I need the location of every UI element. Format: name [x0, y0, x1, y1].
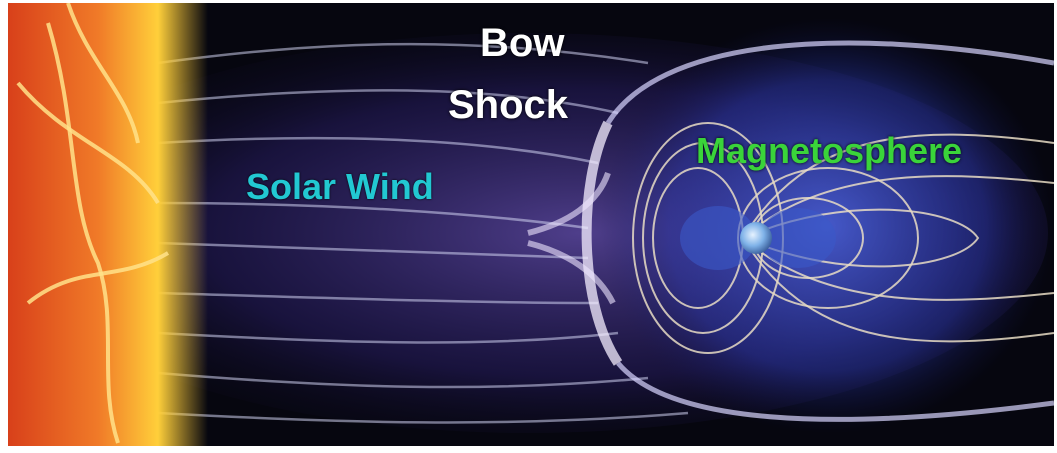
magnetosphere-label: Magnetosphere	[696, 130, 963, 171]
magnetosphere-illustration	[8, 3, 1054, 446]
magnetosphere-scene: Bow Shock Solar Wind Magnetosphere	[8, 3, 1054, 446]
bow-label: Bow	[480, 21, 565, 65]
solar-wind-streamlines	[157, 42, 689, 424]
earth-icon	[740, 222, 772, 254]
shock-label: Shock	[448, 83, 569, 127]
solar-wind-label: Solar Wind	[246, 166, 434, 207]
